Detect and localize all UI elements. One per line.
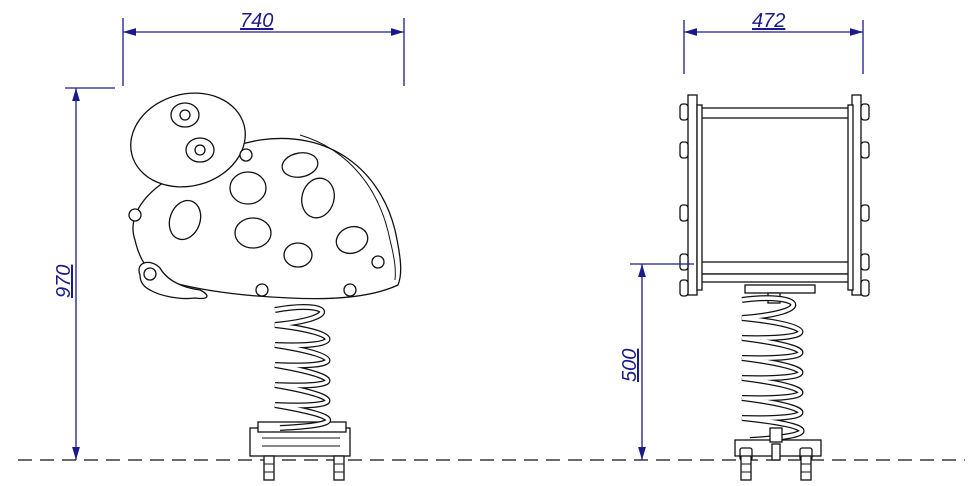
dimension-472-label: 472 — [752, 10, 785, 32]
dimension-970: 970 — [53, 87, 115, 460]
side-view — [128, 92, 402, 481]
side-base — [249, 421, 351, 481]
ladybird-head — [130, 92, 246, 188]
dimension-740-label: 740 — [240, 10, 273, 32]
ladybird-spots — [128, 148, 385, 269]
dimension-970-label: 970 — [53, 265, 75, 298]
front-base — [734, 427, 822, 481]
ladybird-eyes — [170, 102, 215, 163]
side-bolts — [143, 267, 357, 297]
front-bolts — [679, 103, 870, 297]
dimension-472: 472 — [683, 10, 864, 74]
dimension-500-label: 500 — [619, 349, 641, 382]
dimension-740: 740 — [122, 10, 405, 86]
dimension-500: 500 — [619, 263, 694, 460]
front-view — [679, 94, 870, 481]
